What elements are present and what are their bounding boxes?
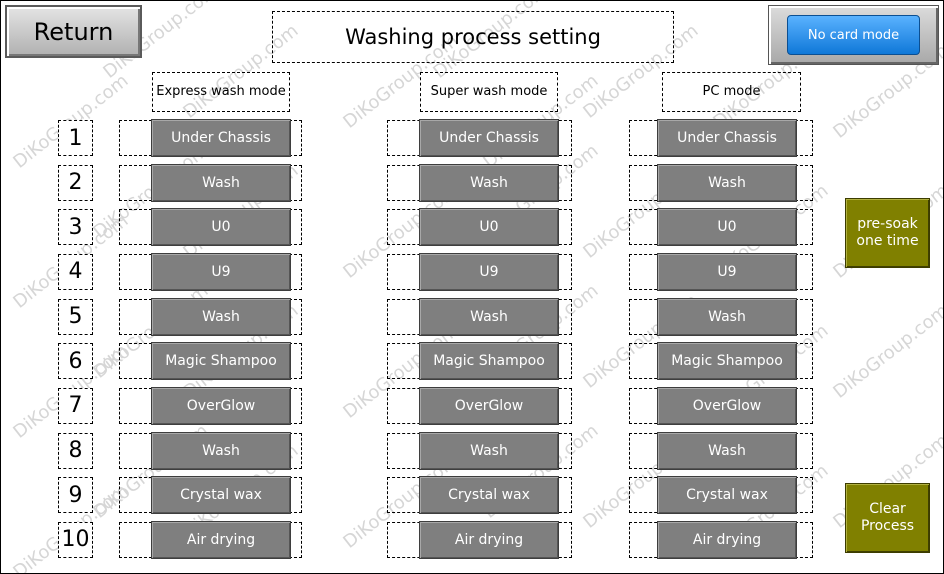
- column-header-super: Super wash mode: [420, 72, 558, 112]
- page-title: Washing process setting: [272, 11, 674, 63]
- no-card-frame: No card mode: [768, 5, 939, 65]
- step-button-super[interactable]: OverGlow: [419, 386, 559, 425]
- watermark-text: DiKoGroup.com: [829, 300, 944, 403]
- step-button-super[interactable]: U9: [419, 252, 559, 291]
- step-number: 7: [58, 387, 93, 424]
- step-button-super[interactable]: U0: [419, 208, 559, 247]
- step-number: 1: [58, 120, 93, 156]
- step-button-pc[interactable]: Air drying: [657, 520, 797, 559]
- step-number: 2: [58, 164, 93, 201]
- step-button-super[interactable]: Wash: [419, 163, 559, 202]
- step-button-pc[interactable]: U0: [657, 208, 797, 247]
- step-button-express[interactable]: Wash: [151, 163, 291, 202]
- step-button-express[interactable]: Wash: [151, 431, 291, 470]
- step-button-super[interactable]: Air drying: [419, 520, 559, 559]
- presoak-one-time-button[interactable]: pre-soak one time: [845, 198, 930, 268]
- step-button-super[interactable]: Magic Shampoo: [419, 342, 559, 381]
- step-button-pc[interactable]: Magic Shampoo: [657, 342, 797, 381]
- column-header-pc: PC mode: [662, 72, 801, 112]
- no-card-mode-button[interactable]: No card mode: [787, 15, 920, 55]
- step-button-express[interactable]: Under Chassis: [151, 119, 291, 157]
- step-button-pc[interactable]: U9: [657, 252, 797, 291]
- return-button[interactable]: Return: [5, 5, 142, 58]
- step-button-pc[interactable]: OverGlow: [657, 386, 797, 425]
- step-button-pc[interactable]: Wash: [657, 297, 797, 336]
- step-button-pc[interactable]: Wash: [657, 431, 797, 470]
- step-button-express[interactable]: Crystal wax: [151, 476, 291, 515]
- step-button-super[interactable]: Wash: [419, 431, 559, 470]
- step-button-express[interactable]: OverGlow: [151, 386, 291, 425]
- step-button-super[interactable]: Wash: [419, 297, 559, 336]
- step-number: 9: [58, 477, 93, 514]
- step-button-express[interactable]: Air drying: [151, 520, 291, 559]
- step-button-express[interactable]: U0: [151, 208, 291, 247]
- step-button-super[interactable]: Crystal wax: [419, 476, 559, 515]
- step-number: 3: [58, 209, 93, 246]
- step-button-pc[interactable]: Crystal wax: [657, 476, 797, 515]
- step-number: 8: [58, 432, 93, 469]
- step-button-express[interactable]: U9: [151, 252, 291, 291]
- step-button-express[interactable]: Magic Shampoo: [151, 342, 291, 381]
- step-number: 5: [58, 298, 93, 335]
- step-number: 6: [58, 343, 93, 380]
- column-header-express: Express wash mode: [152, 72, 290, 112]
- step-button-super[interactable]: Under Chassis: [419, 119, 559, 157]
- step-number: 4: [58, 253, 93, 290]
- clear-process-button[interactable]: Clear Process: [845, 483, 930, 553]
- step-button-express[interactable]: Wash: [151, 297, 291, 336]
- step-button-pc[interactable]: Wash: [657, 163, 797, 202]
- step-button-pc[interactable]: Under Chassis: [657, 119, 797, 157]
- step-number: 10: [58, 521, 93, 558]
